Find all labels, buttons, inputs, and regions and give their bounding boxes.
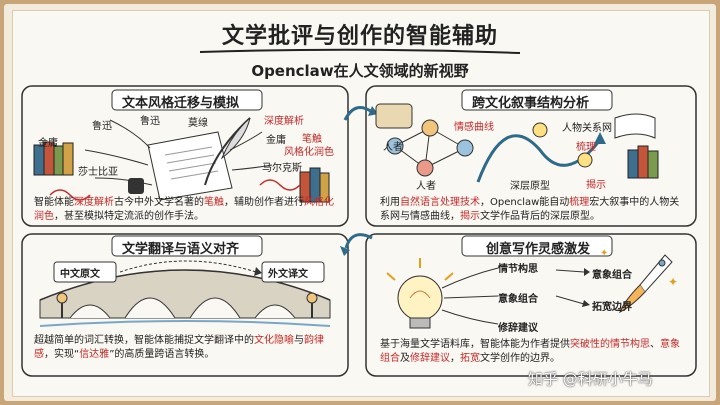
desc-text: 文学创作的边界。 [480, 353, 560, 364]
relationship-network [386, 119, 474, 177]
highlight-text: 文化隐喻 [254, 335, 294, 346]
panel-narrative-desc: 利用自然语言处理技术，Openclaw能自动梳理宏大叙事中的人物关系网与情感曲线… [380, 196, 688, 224]
panel-inspire-desc: 基于海量文学语料库，智能体能为作者提供突破性的情节构思、意象组合及修辞建议，拓宽… [380, 338, 688, 366]
panel-translate-frame [21, 233, 349, 377]
title-underline [199, 48, 521, 54]
inspire-node: 意象组合 [498, 294, 538, 305]
highlight-text: 深度解析 [74, 197, 114, 208]
desc-text: 及 [400, 353, 410, 364]
book-stack-left [33, 141, 74, 176]
style-red-label: 笔触 [302, 134, 322, 145]
panel-style-frame [21, 85, 349, 227]
style-label: 金庸 [266, 135, 286, 146]
panel-style-desc: 智能体能深度解析古今中外文学名著的笔触，辅助创作者进行风格化润色，甚至模拟特定流… [34, 196, 340, 224]
watermark: 知乎 @科研小牛马 [528, 370, 653, 388]
manuscript-paper [147, 131, 233, 201]
highlight-text: 修辞建议 [410, 353, 450, 364]
style-label: 金庸 [38, 138, 58, 149]
inspire-node: 意象组合 [592, 270, 632, 281]
narrative-label: 人者 [416, 181, 436, 192]
target-box [261, 261, 325, 283]
ribbon-narrative [461, 89, 613, 111]
narrative-red-label: 揭示 [586, 180, 606, 191]
desc-text: ，辅助创作者进行 [224, 197, 304, 208]
svg-text:✦: ✦ [668, 275, 678, 289]
cycle-arrow-2 [344, 233, 373, 249]
book-stack-narrative [627, 145, 659, 179]
source-text-label: 中文原文 [60, 269, 100, 280]
target-text-label: 外文译文 [268, 269, 308, 280]
inspire-node: 情节构思 [498, 264, 538, 275]
person-right [306, 292, 318, 304]
style-label: 鲁迅 [140, 116, 160, 127]
cycle-arrow-1 [343, 106, 373, 121]
style-red-label: 深度解析 [264, 116, 304, 127]
book-icon-narrative [614, 113, 656, 139]
narrative-label: 人者 [383, 142, 403, 153]
desc-text: ，Openclaw能自动 [480, 197, 570, 208]
desc-text: 利用 [380, 197, 400, 208]
style-label: 鲁迅 [92, 121, 112, 132]
narrative-red-label: 梳理 [576, 142, 596, 153]
highlight-text: 自然语言处理技术 [400, 197, 480, 208]
desc-text: 基于海量文学语料库，智能体能为作者提供 [380, 339, 570, 350]
svg-text:✦: ✦ [600, 248, 608, 259]
desc-text: 古今中外文学名著的 [114, 197, 204, 208]
page-subtitle: Openclaw在人文领域的新视野 [251, 62, 469, 80]
desc-text: ， [450, 353, 460, 364]
style-label: 莎士比亚 [78, 167, 118, 178]
highlight-text: 拓宽 [460, 353, 480, 364]
book-stack-right [299, 167, 330, 203]
source-box [53, 261, 117, 283]
desc-text: 与 [294, 335, 304, 346]
emotion-face-happy [532, 122, 548, 138]
emotion-face-sad [577, 152, 593, 168]
highlight-text: 梳理 [569, 197, 590, 208]
panel-inspire-title: 创意写作灵感激发 [486, 242, 591, 257]
lightbulb-icon [386, 258, 454, 329]
panel-narrative-frame [365, 85, 697, 227]
highlight-text: 信达雅 [79, 349, 110, 360]
panel-narrative-title: 跨文化叙事结构分析 [472, 96, 590, 111]
page-title: 文学批评与创作的智能辅助 [221, 24, 498, 49]
desc-text: 智能体能 [34, 197, 74, 208]
paper-board [12, 10, 710, 397]
ribbon-style [111, 89, 263, 111]
narrative-red-label: 情感曲线 [454, 122, 494, 133]
ribbon-translate [111, 235, 263, 257]
highlight-text: 突破性的情节构思 [570, 339, 650, 350]
ribbon-inspire [461, 235, 613, 257]
desc-text: 超越简单的词汇转换，智能体能捕捉文学翻译中的 [34, 335, 254, 346]
style-label: 马尔克斯 [262, 163, 302, 174]
desc-text: ”的高质量跨语言转换。 [109, 349, 215, 360]
desc-text: 宏大叙事中的人物关系网与情感曲线， [380, 197, 680, 222]
highlight-text: 笔触 [204, 197, 224, 208]
desc-text: ，实现“ [44, 349, 80, 360]
style-red-label: 风格化润色 [284, 147, 334, 158]
panel-translate-title: 文学翻译与语义对齐 [122, 242, 240, 257]
inspire-node: 拓宽边界 [592, 302, 632, 313]
scroll-icon [375, 103, 413, 129]
panel-style-title: 文本风格迁移与模拟 [122, 96, 240, 111]
desc-text: ，甚至模拟特定流派的创作手法。 [54, 211, 204, 222]
highlight-text: 揭示 [460, 211, 480, 222]
panel-translate-desc: 超越简单的词汇转换，智能体能捕捉文学翻译中的文化隐喻与韵律感，实现“信达雅”的高… [34, 334, 340, 362]
highlight-text: 韵律感 [34, 335, 324, 360]
highlight-text: 风格化润色 [34, 197, 334, 222]
rocket-icon [619, 254, 673, 314]
style-label: 莫缐 [188, 118, 208, 129]
panel-inspire-frame [365, 233, 697, 377]
highlight-text: 意象组合 [380, 339, 680, 364]
desc-text: 文学作品背后的深层原型。 [480, 211, 600, 222]
river [39, 320, 331, 327]
narrative-label: 人物关系网 [562, 123, 612, 134]
desc-text: 、 [650, 339, 660, 350]
person-left [56, 292, 68, 304]
narrative-label: 深层原型 [510, 181, 550, 192]
inspire-node: 修辞建议 [498, 323, 538, 334]
